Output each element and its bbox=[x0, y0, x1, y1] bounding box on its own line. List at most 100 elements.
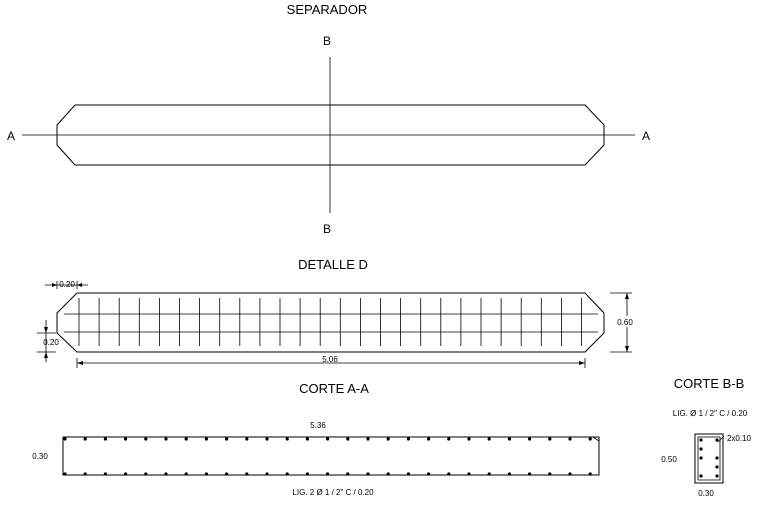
dim-arrow bbox=[52, 283, 57, 287]
rebar-dot bbox=[548, 472, 552, 476]
rebar-dot bbox=[83, 437, 87, 441]
rebar-dot bbox=[346, 437, 350, 441]
section-b-top-label: B bbox=[323, 34, 331, 48]
dim-top-offset-label: 0.20 bbox=[59, 280, 75, 289]
corte-aa-corner-mark bbox=[592, 436, 600, 442]
dim-arrow bbox=[77, 283, 82, 287]
rebar-dot bbox=[265, 472, 269, 476]
corte-bb-width-label: 0.30 bbox=[698, 489, 714, 498]
rebar-dot bbox=[245, 437, 249, 441]
rebar-dot bbox=[326, 437, 330, 441]
corte-bb-rebar-dots bbox=[699, 438, 719, 478]
rebar-dot bbox=[715, 465, 719, 469]
section-a-left-label: A bbox=[7, 129, 15, 143]
rebar-dot bbox=[467, 472, 471, 476]
rebar-dot bbox=[305, 472, 309, 476]
rebar-dot bbox=[326, 472, 330, 476]
rebar-dot bbox=[386, 437, 390, 441]
rebar-dot bbox=[83, 472, 87, 476]
rebar-dot bbox=[699, 456, 703, 460]
dim-label-bg bbox=[615, 316, 637, 327]
rebar-dot bbox=[366, 472, 370, 476]
rebar-dot bbox=[588, 437, 592, 441]
rebar-dot bbox=[103, 472, 107, 476]
rebar-dot bbox=[63, 437, 67, 441]
corte-bb-note: LIG. Ø 1 / 2" C / 0.20 bbox=[673, 409, 748, 418]
separador-outline bbox=[56, 104, 605, 166]
rebar-dots-top bbox=[63, 437, 592, 441]
corte-aa-height-label: 0.30 bbox=[32, 452, 48, 461]
corte-aa-title: CORTE A-A bbox=[299, 381, 369, 396]
dim-left-offset-label: 0.20 bbox=[43, 338, 59, 347]
rebar-dot bbox=[699, 438, 703, 442]
rebar-dot bbox=[366, 437, 370, 441]
rebar-dot bbox=[528, 472, 532, 476]
rebar-dot bbox=[225, 472, 229, 476]
rebar-dot bbox=[406, 437, 410, 441]
rebar-dot bbox=[487, 472, 491, 476]
detalle-d-title: DETALLE D bbox=[298, 257, 368, 272]
separador-title: SEPARADOR bbox=[287, 2, 368, 17]
rebar-dot bbox=[285, 437, 289, 441]
rebar-dot bbox=[346, 472, 350, 476]
rebar-dot bbox=[124, 437, 128, 441]
rebar-dot bbox=[548, 437, 552, 441]
rebar-dot bbox=[265, 437, 269, 441]
rebar-dot bbox=[225, 437, 229, 441]
rebar-dot bbox=[528, 437, 532, 441]
dim-arrow bbox=[625, 293, 629, 299]
rebar-dot bbox=[406, 472, 410, 476]
rebar-dot bbox=[124, 472, 128, 476]
corte-aa-length-label: 5.36 bbox=[310, 421, 326, 430]
rebar-dot bbox=[507, 437, 511, 441]
rebar-dot bbox=[447, 472, 451, 476]
corte-bb-title: CORTE B-B bbox=[674, 376, 745, 391]
rebar-dot bbox=[285, 472, 289, 476]
dim-arrow bbox=[44, 327, 48, 333]
dim-height-label: 0.60 bbox=[617, 318, 633, 327]
rebar-dot bbox=[144, 472, 148, 476]
rebar-dot bbox=[467, 437, 471, 441]
section-b-bottom-label: B bbox=[323, 222, 331, 236]
rebar-dot bbox=[245, 472, 249, 476]
corte-bb-stirrup-label: 2x0.10 bbox=[727, 434, 752, 443]
rebar-dot bbox=[184, 437, 188, 441]
rebar-dot bbox=[204, 437, 208, 441]
rebar-dot bbox=[487, 437, 491, 441]
corte-aa-outline bbox=[62, 436, 600, 476]
corte-aa-note: LIG. 2 Ø 1 / 2" C / 0.20 bbox=[292, 488, 374, 497]
rebar-dot bbox=[568, 472, 572, 476]
rebar-dot bbox=[184, 472, 188, 476]
rebar-dot bbox=[427, 472, 431, 476]
rebar-dot bbox=[63, 472, 67, 476]
rebar-dot bbox=[164, 472, 168, 476]
rebar-dot bbox=[699, 447, 703, 451]
rebar-dot bbox=[588, 472, 592, 476]
rebar-dot bbox=[568, 437, 572, 441]
corte-bb-hook bbox=[717, 435, 725, 443]
rebar-dot bbox=[447, 437, 451, 441]
corte-bb-stirrup bbox=[697, 436, 721, 481]
dim-arrow bbox=[77, 361, 83, 365]
stirrup-lines bbox=[78, 298, 582, 346]
rebar-dot bbox=[144, 437, 148, 441]
dim-arrow bbox=[44, 352, 48, 358]
rebar-dot bbox=[715, 438, 719, 442]
rebar-dot bbox=[715, 456, 719, 460]
rebar-dot bbox=[699, 474, 703, 478]
dim-arrow bbox=[579, 361, 585, 365]
rebar-dot bbox=[305, 437, 309, 441]
rebar-dots-bottom bbox=[63, 472, 592, 476]
detalle-d-outline bbox=[56, 292, 605, 353]
rebar-dot bbox=[427, 437, 431, 441]
rebar-dot bbox=[715, 474, 719, 478]
rebar-dot bbox=[103, 437, 107, 441]
corte-bb-outline bbox=[694, 433, 724, 484]
rebar-dot bbox=[507, 472, 511, 476]
dim-arrow bbox=[625, 346, 629, 352]
section-a-right-label: A bbox=[642, 129, 650, 143]
corte-bb-height-label: 0.50 bbox=[661, 455, 677, 464]
rebar-dot bbox=[204, 472, 208, 476]
rebar-dot bbox=[386, 472, 390, 476]
